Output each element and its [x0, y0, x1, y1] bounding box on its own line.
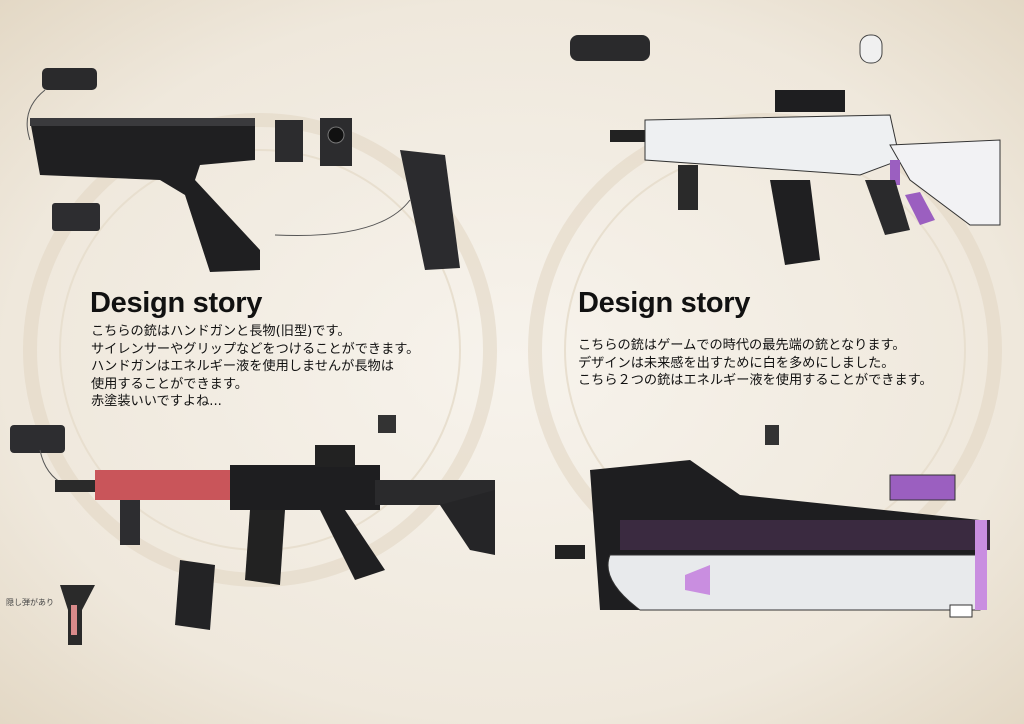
left-design-story-text: こちらの銃はハンドガンと長物(旧型)です。 サイレンサーやグリップなどをつけるこ… — [91, 324, 420, 409]
purple-smg-illustration — [555, 425, 990, 618]
right-design-story-title: Design story — [578, 287, 751, 319]
left-design-story-title: Design story — [90, 287, 263, 319]
right-design-story-text: こちらの銃はゲームでの時代の最先端の銃となります。 デザインは未来感を出すために… — [578, 338, 933, 388]
handgun-illustration — [26, 68, 460, 272]
red-rifle-illustration — [10, 415, 495, 645]
hidden-bullet-annotation: 隠し弾があり — [6, 598, 54, 607]
white-rifle-illustration — [570, 34, 1001, 265]
